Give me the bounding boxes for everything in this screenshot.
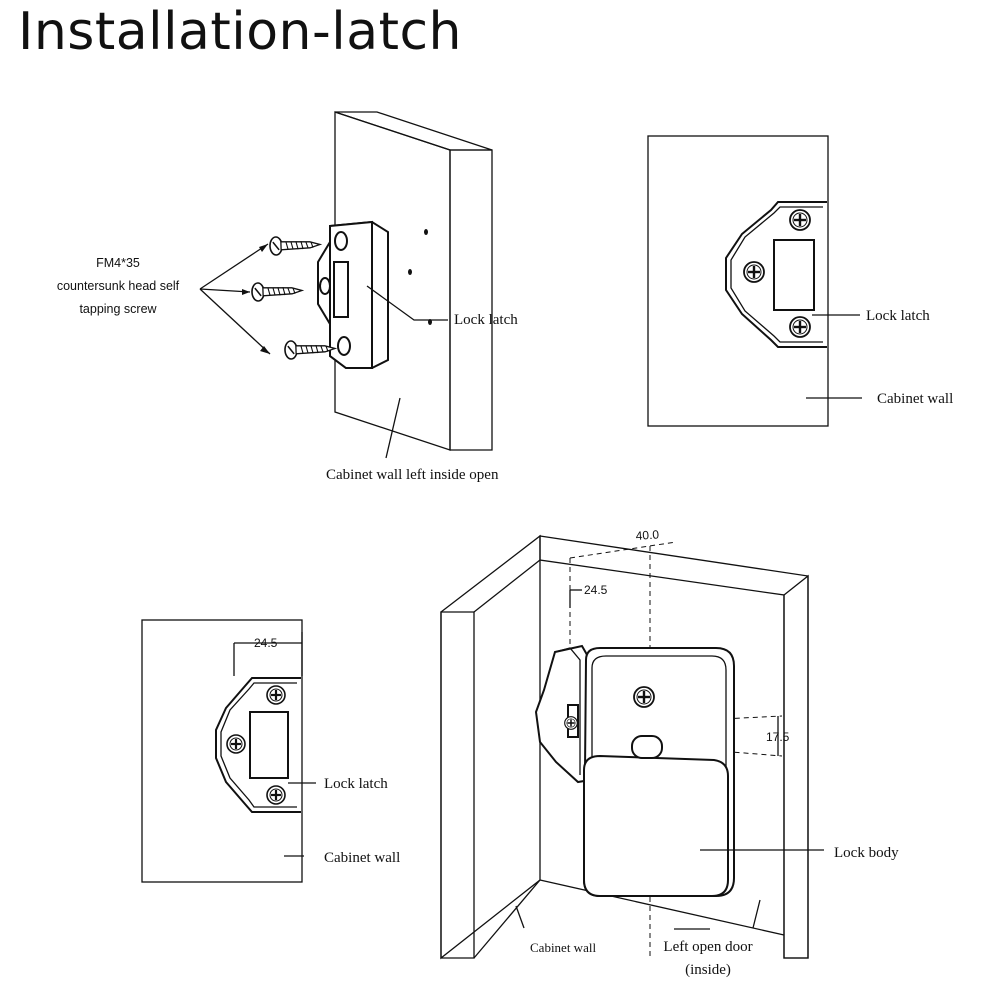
dimension-width-label: 40.0 [635, 527, 660, 543]
door-label-line-1: Left open door [663, 939, 752, 955]
screw-label-leaders [199, 243, 271, 355]
lock-body-3d [582, 647, 735, 897]
screw-label-line-3: tapping screw [79, 302, 157, 316]
door-label-line-2: (inside) [685, 962, 731, 978]
cabinet-wall-label: Cabinet wall [530, 940, 596, 955]
lock-latch-label: Lock latch [866, 308, 930, 324]
screw-icon [268, 234, 322, 257]
figure-latch-dimensioned: 24.5 Lock latch Cabinet wall [141, 619, 400, 883]
wall-leader-line [385, 397, 401, 459]
cabinet-wall-rect [141, 619, 303, 883]
lock-latch-label: Lock latch [454, 312, 518, 328]
screw-label-line-1: FM4*35 [96, 256, 140, 270]
screw-icon [250, 280, 304, 303]
lock-latch-3d [317, 220, 389, 369]
lock-latch-front [215, 677, 301, 813]
dimension-height-label: 17.5 [766, 730, 790, 744]
cabinet-wall-rect [647, 135, 829, 427]
cabinet-wall-label: Cabinet wall left inside open [326, 467, 499, 483]
latch-leader-line [366, 285, 448, 321]
lock-body-label: Lock body [834, 845, 899, 861]
figure-latch-mounting-exploded: FM4*35 countersunk head self tapping scr… [57, 111, 518, 483]
figure-lock-body-assembly: 40.0 24.5 17.5 Lock body Cabinet wall [440, 527, 899, 978]
page-title: Installation-latch [18, 2, 463, 62]
cabinet-wall-label: Cabinet wall [324, 850, 400, 866]
dimension-label: 24.5 [254, 636, 278, 650]
figure-latch-front-view: Lock latch Cabinet wall [647, 135, 953, 427]
door-leader-line [752, 899, 761, 929]
cabinet-wall-label: Cabinet wall [877, 391, 953, 407]
screw-icon [283, 338, 337, 361]
wall-leader-line [515, 905, 525, 929]
lock-latch-front [725, 201, 827, 348]
dimension-24-5 [233, 632, 303, 676]
lock-latch-3d [534, 644, 591, 784]
dimension-offset-label: 24.5 [584, 583, 608, 597]
screw-label-line-2: countersunk head self [57, 279, 180, 293]
lock-latch-label: Lock latch [324, 776, 388, 792]
cabinet-corner-3d [440, 534, 809, 960]
